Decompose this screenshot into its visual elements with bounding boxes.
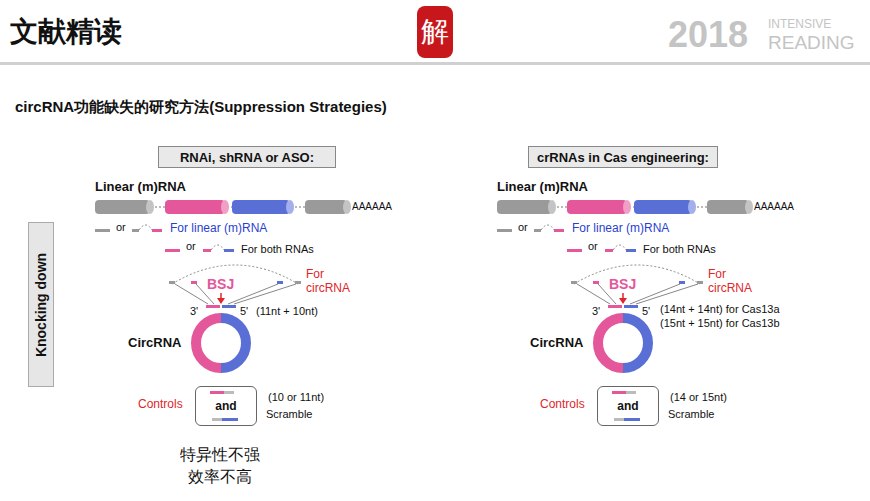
diagram-label: BSJ (207, 276, 234, 292)
node-text: and (215, 399, 236, 413)
diagram-label: (11nt + 10nt) (256, 305, 318, 318)
panel-header: crRNAs in Cas engineering: (528, 146, 718, 168)
control-box: and (195, 386, 257, 426)
control-box: and (597, 386, 659, 426)
diagram-label: or (116, 221, 126, 234)
panel-header: RNAi, shRNA or ASO: (158, 146, 336, 168)
diagram-label: For linear (m)RNA (170, 222, 267, 236)
node-text: RNAi, shRNA or ASO: (180, 150, 314, 165)
note-text: 特异性不强 (180, 446, 260, 464)
side-tab: Knocking down (28, 222, 54, 387)
header-rule (0, 62, 870, 65)
diagram-label: BSJ (609, 276, 636, 292)
diagram-label: For linear (m)RNA (572, 222, 669, 236)
diagram-label: CircRNA (128, 336, 181, 351)
diagram-label: 5' (240, 305, 248, 318)
diagram-label: Scramble (266, 408, 312, 421)
diagram-label: CircRNA (530, 336, 583, 351)
diagram-label: For circRNA (708, 268, 760, 296)
diagram-label: Scramble (668, 408, 714, 421)
diagram-label: (14nt + 14nt) for Cas13a (660, 303, 780, 316)
node-text: and (617, 399, 638, 413)
diagram-label: 3' (592, 305, 600, 318)
diagram-label: or (518, 221, 528, 234)
diagram-label: AAAAAA (754, 201, 794, 213)
note-text: 效率不高 (188, 468, 252, 486)
diagram-label: Controls (138, 398, 183, 412)
diagram-label: 5' (642, 305, 650, 318)
node-text: 解 (421, 13, 449, 51)
seal-logo: 解 (417, 6, 453, 58)
diagram-label: AAAAAA (352, 201, 392, 213)
panel-illustration (95, 200, 351, 421)
diagram-label: 3' (190, 305, 198, 318)
node-text: Knocking down (33, 252, 49, 356)
diagram-label: (15nt + 15nt) for Cas13b (660, 317, 780, 330)
diagram-label: For circRNA (306, 268, 358, 296)
header-word: INTENSIVE (768, 18, 831, 32)
header-logo-text: 文献精读 (10, 16, 122, 48)
diagram-label: Linear (m)RNA (95, 180, 186, 195)
diagram-label: or (588, 240, 598, 253)
diagram-label: Linear (m)RNA (497, 180, 588, 195)
diagram-label: (10 or 11nt) (268, 391, 324, 404)
diagram-label: (14 or 15nt) (670, 391, 727, 404)
node-text: crRNAs in Cas engineering: (537, 150, 709, 165)
slide-title: circRNA功能缺失的研究方法(Suppression Strategies) (15, 98, 387, 115)
header-word: READING (768, 32, 855, 54)
diagram-label: or (186, 240, 196, 253)
header-year: 2018 (668, 14, 748, 55)
diagram-label: For both RNAs (241, 243, 314, 256)
diagram-label: Controls (540, 398, 585, 412)
diagram-label: For both RNAs (643, 243, 716, 256)
